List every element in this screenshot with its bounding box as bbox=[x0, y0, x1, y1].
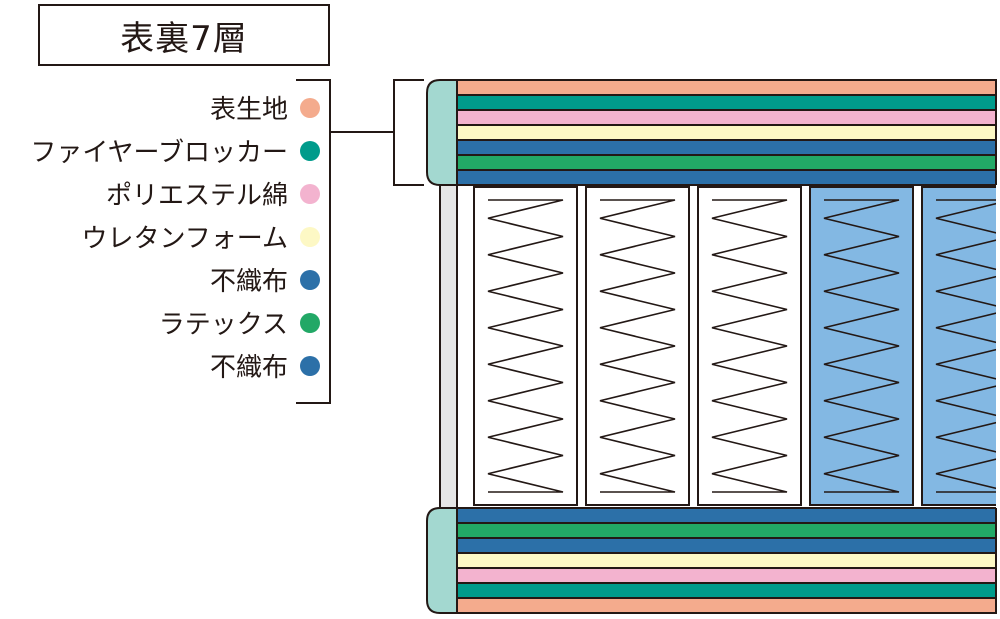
top-layer-2 bbox=[456, 94, 997, 111]
top-layer-3 bbox=[456, 109, 997, 126]
top-layer-6 bbox=[456, 154, 997, 171]
legend-label: 不織布 bbox=[209, 353, 288, 383]
right-clip bbox=[996, 185, 1000, 508]
legend-item-nonwoven: 不織布 bbox=[0, 258, 322, 301]
top-layer-1 bbox=[456, 79, 997, 96]
spring-coil-4 bbox=[823, 199, 900, 493]
legend-item-nonwoven-2: 不織布 bbox=[0, 344, 322, 387]
spring-coil-3 bbox=[711, 199, 788, 493]
top-layer-4 bbox=[456, 124, 997, 141]
legend-item-urethane: ウレタンフォーム bbox=[0, 215, 322, 258]
bottom-layer-3 bbox=[456, 537, 997, 554]
legend: 表生地 ファイヤーブロッカー ポリエステル綿 ウレタンフォーム 不織布 ラテック… bbox=[0, 86, 322, 387]
bottom-layer-6 bbox=[456, 582, 997, 599]
legend-dot-icon bbox=[300, 140, 320, 161]
legend-item-top-fabric: 表生地 bbox=[0, 86, 322, 129]
bottom-layer-7 bbox=[456, 597, 997, 614]
legend-item-latex: ラテックス bbox=[0, 301, 322, 344]
legend-dot-icon bbox=[300, 355, 320, 376]
legend-item-polyester: ポリエステル綿 bbox=[0, 172, 322, 215]
legend-dot-icon bbox=[300, 183, 320, 204]
legend-label: ファイヤーブロッカー bbox=[30, 138, 288, 168]
legend-dot-icon bbox=[300, 269, 320, 290]
coil-pocket-5 bbox=[921, 186, 1000, 506]
legend-dot-icon bbox=[300, 97, 320, 118]
legend-item-fire-blocker: ファイヤーブロッカー bbox=[0, 129, 322, 172]
bottom-layer-2 bbox=[456, 522, 997, 539]
title-box: 表裏7層 bbox=[38, 4, 330, 66]
layer-bracket bbox=[393, 79, 424, 186]
legend-dot-icon bbox=[300, 312, 320, 333]
spring-coil-2 bbox=[599, 199, 676, 493]
side-frame bbox=[439, 184, 458, 509]
legend-label: ラテックス bbox=[158, 310, 288, 340]
bottom-layer-4 bbox=[456, 552, 997, 569]
legend-label: ポリエステル綿 bbox=[105, 181, 288, 211]
top-layer-5 bbox=[456, 139, 997, 156]
bottom-edge-cap bbox=[426, 507, 458, 614]
bottom-layer-1 bbox=[456, 507, 997, 524]
legend-label: 不織布 bbox=[209, 267, 288, 297]
legend-label: ウレタンフォーム bbox=[81, 224, 288, 254]
top-edge-cap bbox=[426, 79, 458, 186]
top-layer-7 bbox=[456, 169, 997, 186]
legend-label: 表生地 bbox=[209, 95, 288, 125]
title: 表裏7層 bbox=[120, 18, 248, 59]
legend-dot-icon bbox=[300, 226, 320, 247]
bottom-layer-5 bbox=[456, 567, 997, 584]
spring-coil-1 bbox=[487, 199, 564, 493]
legend-bracket bbox=[296, 79, 331, 404]
